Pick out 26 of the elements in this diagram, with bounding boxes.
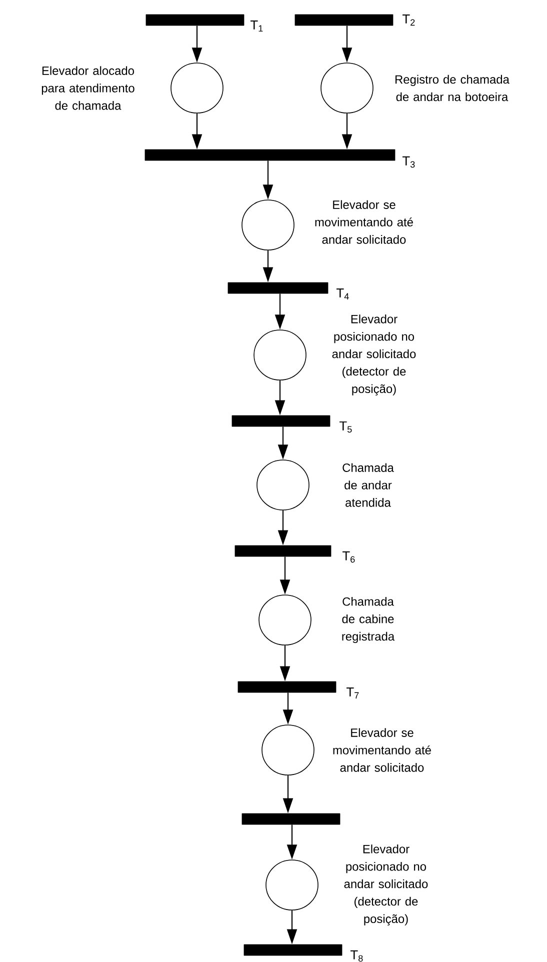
transition-bar (294, 14, 394, 26)
transition-label: T$_{7}$ (346, 688, 359, 699)
place-circle (320, 62, 374, 114)
place-description: Elevador posicionado no andar solicitado (detector de posição) (332, 314, 416, 396)
transition-bar (146, 14, 244, 26)
transition-label: T$_{5}$ (340, 421, 352, 433)
place-circle (262, 724, 314, 776)
transition-label: T$_{8}$ (350, 950, 363, 962)
place-description: Elevador posicionado no andar solicitado (detector de posição) (344, 844, 428, 926)
transition-label: T$_{1}$ (250, 20, 263, 32)
place-description: Chamada de cabine registrada (342, 597, 395, 644)
place-description: Elevador se movimentando até andar solicitado (315, 200, 413, 244)
transition-label: T$_{6}$ (342, 551, 355, 563)
place-description: Elevador se movimentando até andar solicitado (333, 728, 431, 772)
place-circle (254, 330, 306, 380)
place-circle (170, 62, 224, 114)
place-description: Registro de chamada de andar na botoeira (396, 74, 510, 102)
transition-label: T$_{3}$ (402, 156, 415, 168)
transition-label: T$_{4}$ (336, 288, 349, 300)
place-description: Chamada de andar atendida (342, 463, 394, 507)
place-circle (256, 460, 310, 510)
place-circle (266, 860, 318, 910)
place-circle (242, 200, 294, 250)
place-circle (258, 594, 312, 646)
place-description: Elevador alocado para atendimento de chamada (42, 66, 134, 110)
transition-label: T$_{2}$ (402, 14, 415, 26)
